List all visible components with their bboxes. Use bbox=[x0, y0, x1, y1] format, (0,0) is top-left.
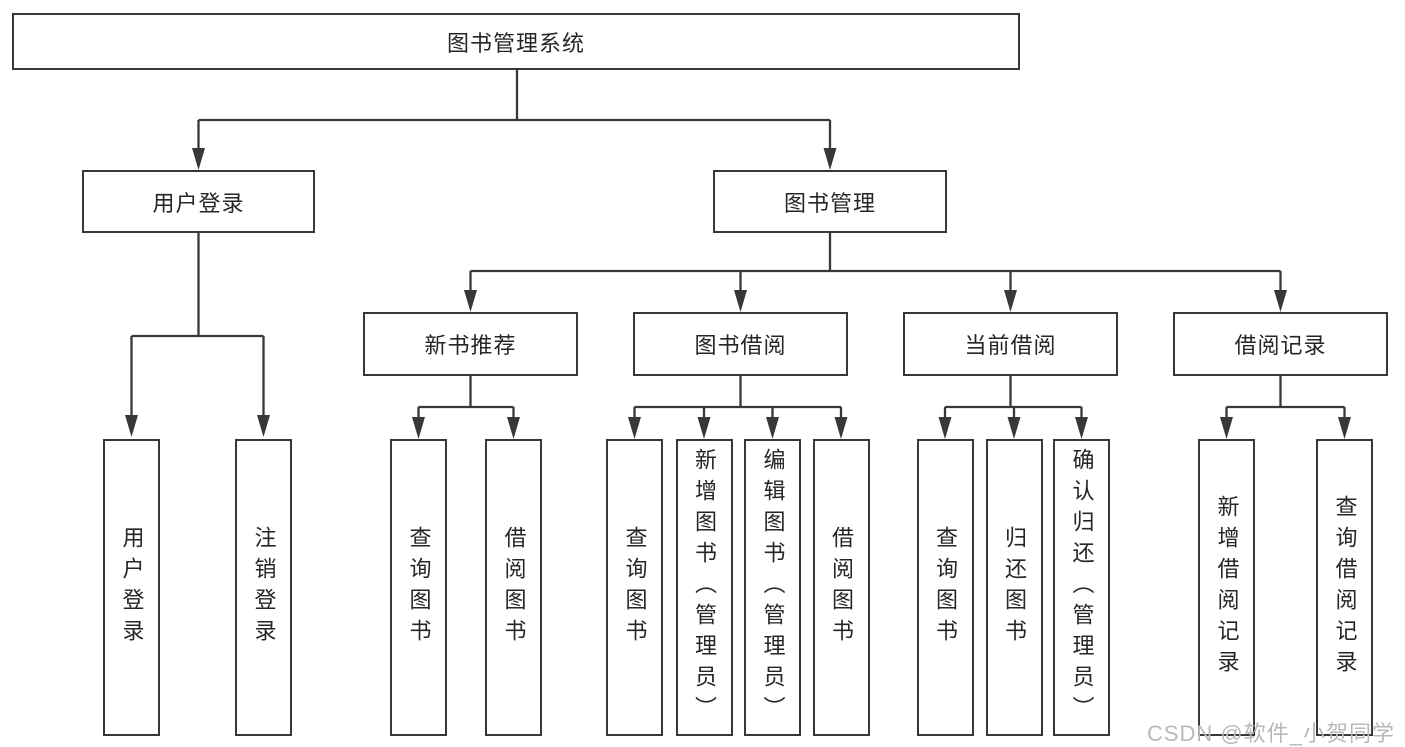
csdn-watermark: CSDN @软件_小贺同学 bbox=[1146, 721, 1395, 746]
arrow-icon bbox=[507, 417, 520, 439]
leaf-label: 注销登录 bbox=[251, 525, 277, 650]
arrow-icon bbox=[125, 415, 138, 437]
arrow-icon bbox=[192, 148, 205, 170]
arrow-icon bbox=[1274, 290, 1287, 312]
arrow-icon bbox=[734, 290, 747, 312]
arrow-icon bbox=[464, 290, 477, 312]
arrow-icon bbox=[257, 415, 270, 437]
leaf-borrow-book-1: 借阅图书 bbox=[485, 439, 542, 736]
arrow-icon bbox=[697, 417, 711, 439]
arrow-icon bbox=[1075, 417, 1088, 439]
leaf-label: 确认归还（管理员） bbox=[1069, 448, 1095, 727]
leaf-query-book-2: 查询图书 bbox=[606, 439, 663, 736]
leaf-label: 查询图书 bbox=[933, 525, 958, 650]
leaf-query-book-3: 查询图书 bbox=[916, 439, 974, 736]
leaf-query-book-1: 查询图书 bbox=[390, 439, 447, 736]
leaf-label: 归还图书 bbox=[1002, 525, 1027, 650]
leaf-label: 借阅图书 bbox=[829, 525, 854, 650]
node-book-management: 图书管理 bbox=[713, 170, 947, 233]
arrow-icon bbox=[628, 417, 641, 439]
arrow-icon bbox=[1220, 417, 1233, 439]
leaf-label: 新增借阅记录 bbox=[1214, 494, 1240, 681]
node-current-borrow: 当前借阅 bbox=[903, 312, 1118, 376]
connector-user-login-to-leaves bbox=[130, 233, 265, 415]
leaf-user-login: 用户登录 bbox=[103, 439, 160, 736]
arrow-icon bbox=[412, 417, 425, 439]
leaf-label: 查询图书 bbox=[406, 525, 432, 650]
arrow-icon bbox=[823, 148, 837, 170]
leaf-return-book: 归还图书 bbox=[985, 439, 1043, 736]
leaf-label: 查询借阅记录 bbox=[1332, 494, 1358, 681]
leaf-logout: 注销登录 bbox=[235, 439, 292, 736]
node-library-management-system: 图书管理系统 bbox=[12, 13, 1020, 70]
arrowheads bbox=[125, 148, 1351, 439]
leaf-add-borrow-record: 新增借阅记录 bbox=[1198, 439, 1255, 736]
node-book-borrow: 图书借阅 bbox=[633, 312, 848, 376]
connector-records-to-leaves bbox=[1225, 376, 1346, 417]
leaf-label: 借阅图书 bbox=[501, 525, 527, 650]
arrow-icon bbox=[766, 417, 779, 439]
connector-current-to-leaves bbox=[943, 376, 1083, 417]
arrow-icon bbox=[938, 417, 952, 439]
arrow-icon bbox=[1007, 417, 1021, 439]
leaf-query-borrow-record: 查询借阅记录 bbox=[1316, 439, 1373, 736]
leaf-label: 查询图书 bbox=[622, 525, 648, 650]
node-borrow-records: 借阅记录 bbox=[1173, 312, 1388, 376]
leaf-label: 编辑图书（管理员） bbox=[760, 448, 786, 727]
arrow-icon bbox=[834, 417, 848, 439]
leaf-confirm-return-admin: 确认归还（管理员） bbox=[1053, 439, 1110, 736]
node-new-book-recommend: 新书推荐 bbox=[363, 312, 578, 376]
connector-new-book-to-leaves bbox=[417, 376, 515, 417]
connector-book-mgmt-to-level3 bbox=[469, 233, 1282, 290]
leaf-borrow-book-2: 借阅图书 bbox=[812, 439, 870, 736]
leaf-add-book-admin: 新增图书（管理员） bbox=[675, 439, 733, 736]
connector-borrow-to-leaves bbox=[633, 376, 843, 417]
arrow-icon bbox=[1004, 290, 1017, 312]
connector-root-to-level2 bbox=[197, 70, 832, 148]
node-user-login: 用户登录 bbox=[82, 170, 315, 233]
arrow-icon bbox=[1338, 417, 1351, 439]
leaf-label: 用户登录 bbox=[119, 525, 145, 650]
leaf-edit-book-admin: 编辑图书（管理员） bbox=[744, 439, 801, 736]
leaf-label: 新增图书（管理员） bbox=[692, 448, 717, 727]
